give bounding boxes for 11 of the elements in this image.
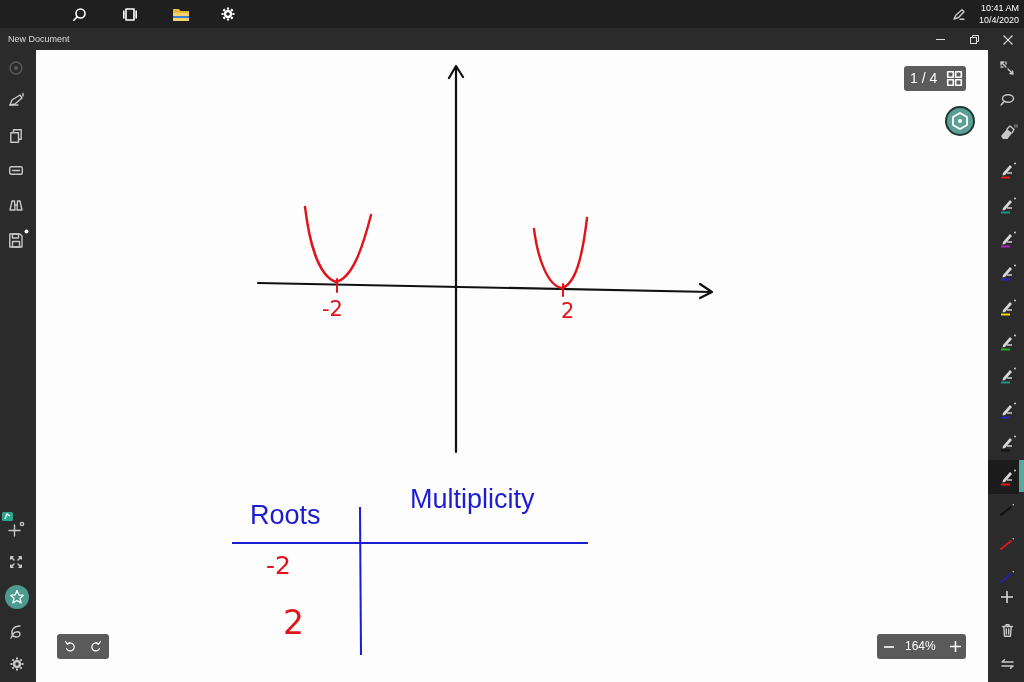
root-value: -2 [266,553,291,578]
tick-label: -2 [322,299,343,320]
column-header: Multiplicity [410,486,535,513]
column-header: Roots [250,502,321,529]
root-value: 2 [283,606,304,639]
tick-label: 2 [561,301,575,322]
window-title: New Document [8,35,70,44]
clock-date: 10/4/2020 [979,16,1020,25]
clock-time: 10:41 AM [981,4,1020,13]
zoom-level: 164% [905,640,936,652]
page-counter: 1 / 4 [910,71,938,85]
